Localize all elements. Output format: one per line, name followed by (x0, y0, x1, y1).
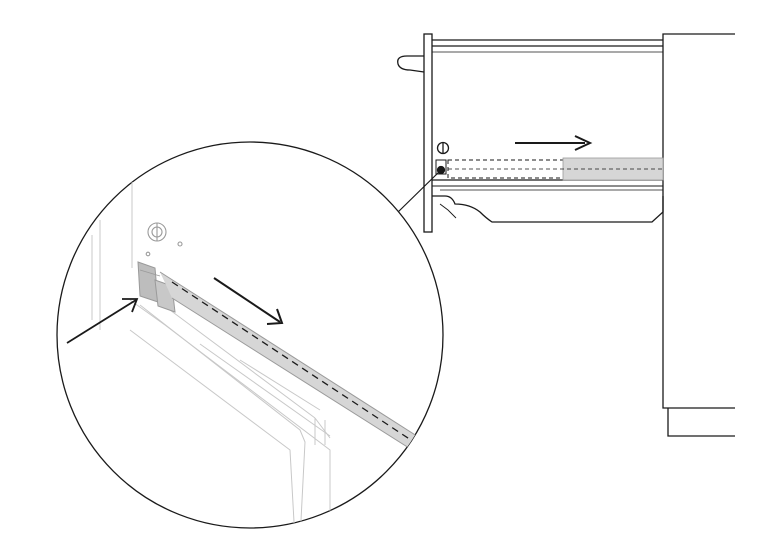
detail-connector-line (395, 169, 442, 215)
drawer-side-rails (432, 179, 663, 191)
magnified-detail-view (56, 141, 444, 529)
detail-pull-direction-arrow (213, 277, 284, 325)
slide-rail-dashed (447, 157, 664, 181)
drawer-lower-bracket (432, 195, 664, 223)
screw-icon (436, 141, 450, 155)
detail-slide-rail (159, 271, 421, 456)
drawer-front-plate (423, 33, 433, 233)
detail-screw-icon (145, 222, 183, 257)
pull-direction-arrow (515, 135, 593, 151)
drawer-top-rails (432, 39, 663, 53)
release-latch (435, 159, 447, 175)
cabinet-side-panel (662, 33, 735, 437)
release-lever-pointer-arrow (66, 298, 139, 344)
main-view (397, 33, 735, 437)
detail-background-structure (91, 150, 331, 528)
drawer-handle-knob (397, 55, 425, 73)
drawer-lower-bracket-inner (439, 203, 457, 219)
